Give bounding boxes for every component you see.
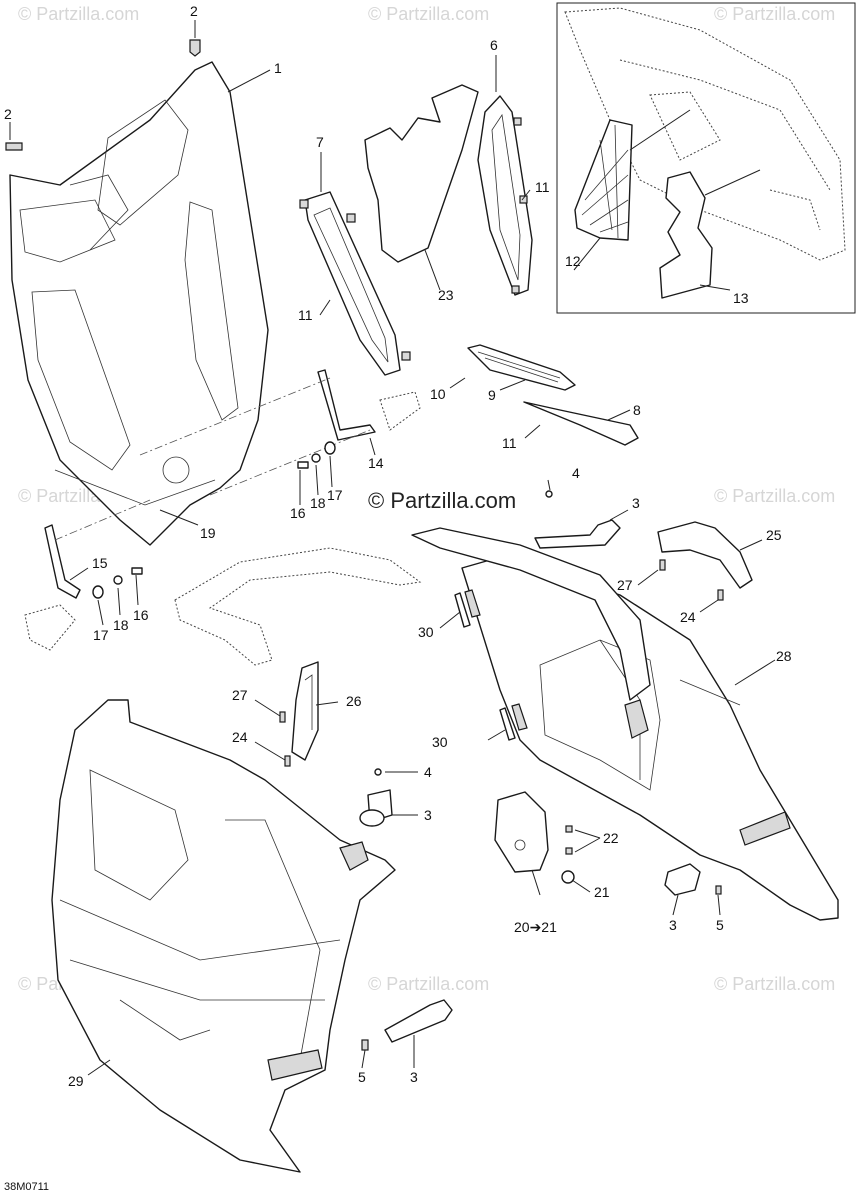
callout-7: 7 xyxy=(316,134,324,150)
part-mount-bracket xyxy=(494,791,575,884)
callout-16-upper: 16 xyxy=(290,505,306,521)
callout-24-right: 24 xyxy=(680,609,696,625)
watermark-top-center: © Partzilla.com xyxy=(368,4,489,24)
callout-27-left: 27 xyxy=(232,687,248,703)
callout-12: 12 xyxy=(565,253,581,269)
part-deflector-25 xyxy=(657,521,753,589)
part-dotted-rail xyxy=(174,547,422,666)
part-grid-panel xyxy=(574,119,633,241)
leader-lines xyxy=(9,20,776,1076)
watermark-center: © Partzilla.com xyxy=(368,488,516,513)
callout-3-bottom: 3 xyxy=(410,1069,418,1085)
inset-detail-frame xyxy=(556,2,856,314)
inset-arrow-1 xyxy=(629,109,691,151)
callout-23: 23 xyxy=(438,287,454,303)
callout-9: 9 xyxy=(488,387,496,403)
callout-5-right: 5 xyxy=(716,917,724,933)
part-handle-3-left xyxy=(359,768,393,827)
part-strip-30-lower xyxy=(499,703,528,741)
part-hood-panel xyxy=(9,61,269,546)
part-strip-30-upper xyxy=(454,589,481,628)
part-side-panel-28 xyxy=(461,559,839,921)
callout-19: 19 xyxy=(200,525,216,541)
callout-13: 13 xyxy=(733,290,749,306)
part-handle-3-upper xyxy=(534,490,621,549)
callout-6: 6 xyxy=(490,37,498,53)
diagram-code: 38M0711 xyxy=(4,1181,49,1193)
part-upper-rail xyxy=(411,527,651,701)
part-bracket-14 xyxy=(317,369,421,441)
callout-30-upper: 30 xyxy=(418,624,434,640)
callout-25: 25 xyxy=(766,527,782,543)
callout-15: 15 xyxy=(92,555,108,571)
callout-4-lower: 4 xyxy=(424,764,432,780)
watermark-mid-right: © Partzilla.com xyxy=(714,486,835,506)
callout-1: 1 xyxy=(274,60,282,76)
callout-3-right: 3 xyxy=(669,917,677,933)
callout-5-bottom: 5 xyxy=(358,1069,366,1085)
part-clip-left xyxy=(5,142,23,151)
part-vent-grille xyxy=(467,344,576,391)
callout-labels: 1 2 2 6 7 11 11 23 12 13 10 9 8 11 14 16… xyxy=(4,3,792,1089)
callout-10: 10 xyxy=(430,386,446,402)
callout-16-lower: 16 xyxy=(133,607,149,623)
watermark-bottom-right: © Partzilla.com xyxy=(714,974,835,994)
callout-30-lower: 30 xyxy=(432,734,448,750)
part-handle-3-right xyxy=(664,863,722,896)
callout-11-left: 11 xyxy=(298,307,313,323)
phantom-line-upper xyxy=(139,377,331,456)
inset-arrow-2 xyxy=(704,169,761,196)
part-vent-frame-right xyxy=(477,95,533,296)
hardware-16-17-18-upper xyxy=(297,441,336,469)
callout-17-upper: 17 xyxy=(327,487,343,503)
callout-4-upper: 4 xyxy=(572,465,580,481)
part-foam-insert xyxy=(659,171,713,299)
part-deflector-26 xyxy=(291,661,319,761)
part-bracket-15 xyxy=(24,499,151,651)
part-side-panel-29 xyxy=(51,699,396,1173)
callout-11-mid: 11 xyxy=(502,435,517,451)
part-handle-3-bottom xyxy=(361,999,453,1051)
callout-24-left: 24 xyxy=(232,729,248,745)
callout-26: 26 xyxy=(346,693,362,709)
callout-28: 28 xyxy=(776,648,792,664)
callout-22: 22 xyxy=(603,830,619,846)
callout-17-lower: 17 xyxy=(93,627,109,643)
screws-24-27-right xyxy=(659,559,724,601)
screws-24-27-left xyxy=(279,711,291,767)
watermark-top-left: © Partzilla.com xyxy=(18,4,139,24)
part-foam-panel xyxy=(364,84,479,263)
callout-18-lower: 18 xyxy=(113,617,129,633)
callout-8: 8 xyxy=(633,402,641,418)
callout-27-right: 27 xyxy=(617,577,633,593)
callout-3-left: 3 xyxy=(424,807,432,823)
part-vent-frame xyxy=(299,191,411,376)
callout-18-upper: 18 xyxy=(310,495,326,511)
watermarks: © Partzilla.com © Partzilla.com © Partzi… xyxy=(18,4,835,994)
callout-29: 29 xyxy=(68,1073,84,1089)
callout-11-right: 11 xyxy=(535,179,550,195)
callout-14: 14 xyxy=(368,455,384,471)
watermark-top-right: © Partzilla.com xyxy=(714,4,835,24)
callout-20-to-21: 20➔21 xyxy=(514,919,557,935)
part-vent-cover xyxy=(523,401,639,446)
callout-2-top: 2 xyxy=(190,3,198,19)
callout-2-left: 2 xyxy=(4,106,12,122)
callout-21: 21 xyxy=(594,884,610,900)
watermark-bottom-center: © Partzilla.com xyxy=(368,974,489,994)
phantom-line-lower xyxy=(209,429,371,496)
callout-3-upper: 3 xyxy=(632,495,640,511)
part-clip-top xyxy=(189,39,201,57)
